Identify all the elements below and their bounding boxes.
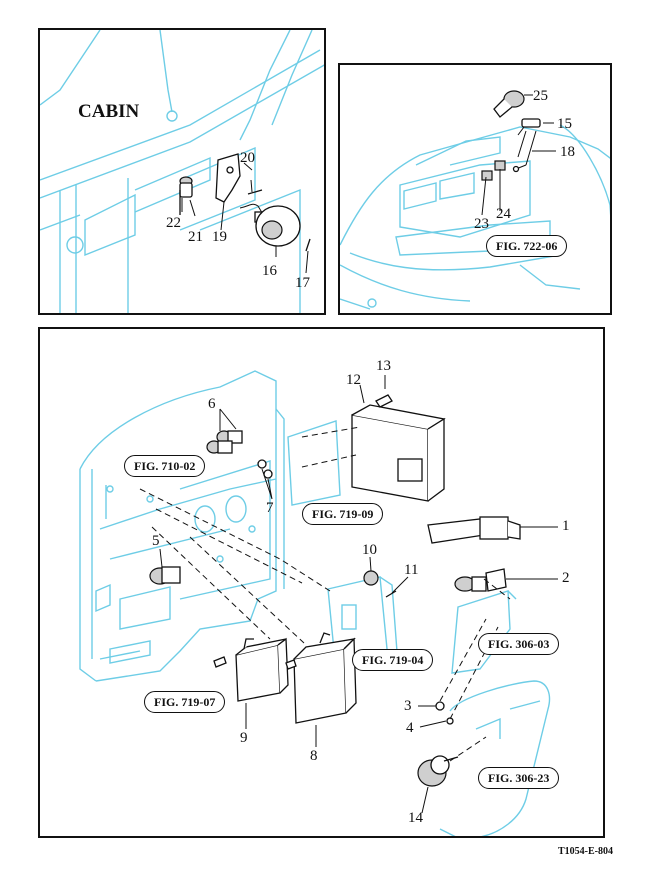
callout-19: 19	[212, 229, 227, 245]
main-illustration	[79, 370, 558, 836]
callout-23: 23	[474, 216, 489, 232]
fig-ref-710-02[interactable]: FIG. 710-02	[124, 455, 206, 477]
fig-ref-722-06[interactable]: FIG. 722-06	[486, 235, 568, 257]
fig-ref-306-23[interactable]: FIG. 306-23	[478, 767, 560, 789]
fig-ref-719-07[interactable]: FIG. 719-07	[144, 691, 226, 713]
callout-8: 8	[310, 748, 318, 764]
cabin-title: CABIN	[78, 101, 140, 122]
callout-20: 20	[240, 150, 255, 166]
fig-ref-719-04[interactable]: FIG. 719-04	[352, 649, 434, 671]
callout-9: 9	[240, 730, 248, 746]
document-id: T1054-E-804	[558, 846, 613, 857]
main-panel: 13 12 6 7 1 5 2 10 11 3 4 9 8 14 FIG. 71…	[38, 327, 605, 838]
callout-3: 3	[404, 698, 412, 714]
callout-10: 10	[362, 542, 377, 558]
fig-ref-719-09[interactable]: FIG. 719-09	[302, 503, 384, 525]
callout-15: 15	[557, 116, 572, 132]
callout-2: 2	[562, 570, 570, 586]
callout-4: 4	[406, 720, 414, 736]
callout-12: 12	[346, 372, 361, 388]
callout-11: 11	[404, 562, 419, 578]
cabin-illustration	[40, 30, 324, 313]
callout-13: 13	[376, 358, 391, 374]
callout-21: 21	[188, 229, 203, 245]
dash-panel: 25 15 18 23 24 FIG. 722-06	[338, 63, 612, 315]
callout-16: 16	[262, 263, 277, 279]
fig-ref-306-03[interactable]: FIG. 306-03	[478, 633, 560, 655]
callout-18: 18	[560, 144, 575, 160]
callout-1: 1	[562, 518, 570, 534]
callout-17: 17	[295, 275, 310, 291]
callout-25: 25	[533, 88, 548, 104]
callout-5: 5	[152, 533, 160, 549]
callout-22: 22	[166, 215, 181, 231]
callout-6: 6	[208, 396, 216, 412]
cabin-panel: CABIN 20 22 21 19 16 17	[38, 28, 326, 315]
callout-7: 7	[266, 500, 274, 516]
callout-24: 24	[496, 206, 511, 222]
callout-14: 14	[408, 810, 423, 826]
dash-illustration	[340, 90, 610, 310]
